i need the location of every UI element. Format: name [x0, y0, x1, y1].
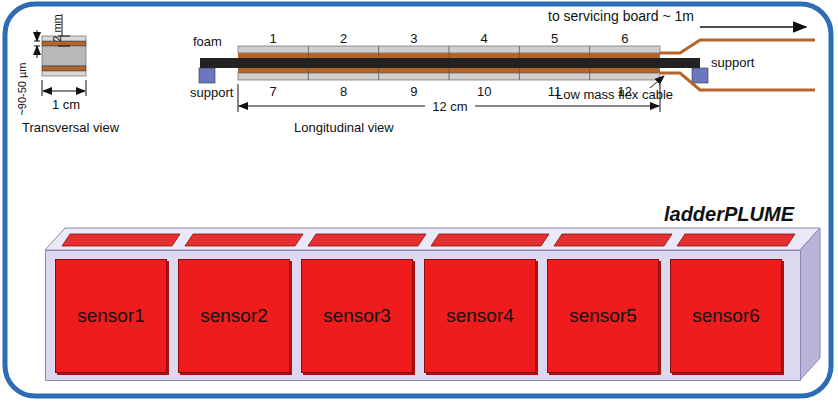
callout-number: 7	[270, 85, 277, 99]
text-label: 2 mm	[51, 14, 63, 42]
sensor-box: sensor3	[301, 259, 413, 373]
text-label: 1 cm	[52, 98, 80, 112]
callout-number: 1	[270, 32, 277, 46]
text-label: foam	[193, 35, 222, 49]
sensor-box: sensor1	[55, 259, 167, 373]
sensor-label: sensor5	[569, 305, 637, 327]
text-label: Longitudinal view	[294, 121, 394, 135]
sensor-label: sensor2	[200, 305, 268, 327]
sensor-box: sensor2	[178, 259, 290, 373]
callout-number: 6	[621, 32, 628, 46]
text-label: Low mass flex cable	[556, 88, 673, 102]
callout-number: 5	[551, 32, 558, 46]
sensor-label: sensor6	[692, 305, 760, 327]
text-label: to servicing board ~ 1m	[548, 9, 694, 24]
text-label: Transversal view	[22, 121, 119, 135]
callout-number: 4	[481, 32, 488, 46]
sensor-box: sensor5	[547, 259, 659, 373]
callout-number: 2	[340, 32, 347, 46]
ladder-box: ladderPLUMEsensor1sensor2sensor3sensor4s…	[45, 250, 801, 381]
sensor-label: sensor1	[77, 305, 145, 327]
text-label: support	[711, 56, 754, 70]
sensor-label: sensor3	[323, 305, 391, 327]
callout-number: 8	[340, 85, 347, 99]
callout-number: 10	[477, 85, 491, 99]
callout-number: 3	[410, 32, 417, 46]
text-label: ~90-50 µm	[16, 62, 28, 115]
sensor-box: sensor4	[424, 259, 536, 373]
sensor-label: sensor4	[446, 305, 514, 327]
ladder-heading: ladderPLUME	[664, 203, 794, 226]
callout-number: 9	[410, 85, 417, 99]
text-label: support	[190, 86, 233, 100]
sensor-box: sensor6	[670, 259, 782, 373]
text-label: 12 cm	[429, 100, 470, 114]
